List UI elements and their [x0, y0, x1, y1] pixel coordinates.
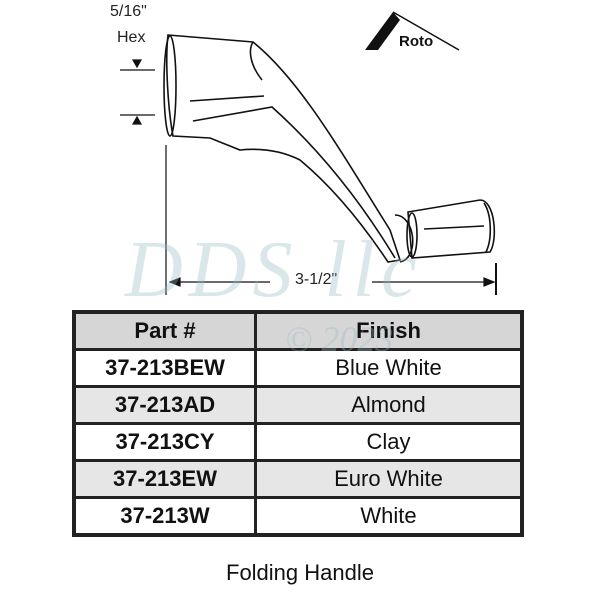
handle-outline	[163, 34, 496, 263]
part-number: 37-213EW	[72, 459, 257, 499]
dimension-lines	[120, 59, 497, 295]
hex-label: Hex	[117, 29, 146, 46]
roto-logo	[365, 11, 460, 51]
header-finish: Finish	[254, 310, 524, 351]
caption: Folding Handle	[226, 560, 374, 585]
finish: Clay	[254, 422, 524, 462]
part-number: 37-213CY	[72, 422, 257, 462]
table-row: 37-213EW Euro White	[72, 459, 524, 499]
table-row: 37-213BEW Blue White	[72, 348, 524, 388]
length-label: 3-1/2"	[295, 271, 338, 288]
finish: White	[254, 496, 524, 537]
table-row: 37-213CY Clay	[72, 422, 524, 462]
finish: Blue White	[254, 348, 524, 388]
parts-table: Part # Finish 37-213BEW Blue White 37-21…	[72, 310, 524, 537]
header-part-number: Part #	[72, 310, 257, 351]
roto-logo-text: Roto	[399, 33, 434, 50]
table-row: 37-213W White	[72, 496, 524, 537]
part-number: 37-213W	[72, 496, 257, 537]
table-header-row: Part # Finish	[72, 310, 524, 351]
hex-size-label: 5/16"	[110, 3, 147, 20]
finish: Almond	[254, 385, 524, 425]
finish: Euro White	[254, 459, 524, 499]
part-number: 37-213BEW	[72, 348, 257, 388]
part-number: 37-213AD	[72, 385, 257, 425]
table-row: 37-213AD Almond	[72, 385, 524, 425]
folding-handle-drawing	[120, 11, 497, 295]
